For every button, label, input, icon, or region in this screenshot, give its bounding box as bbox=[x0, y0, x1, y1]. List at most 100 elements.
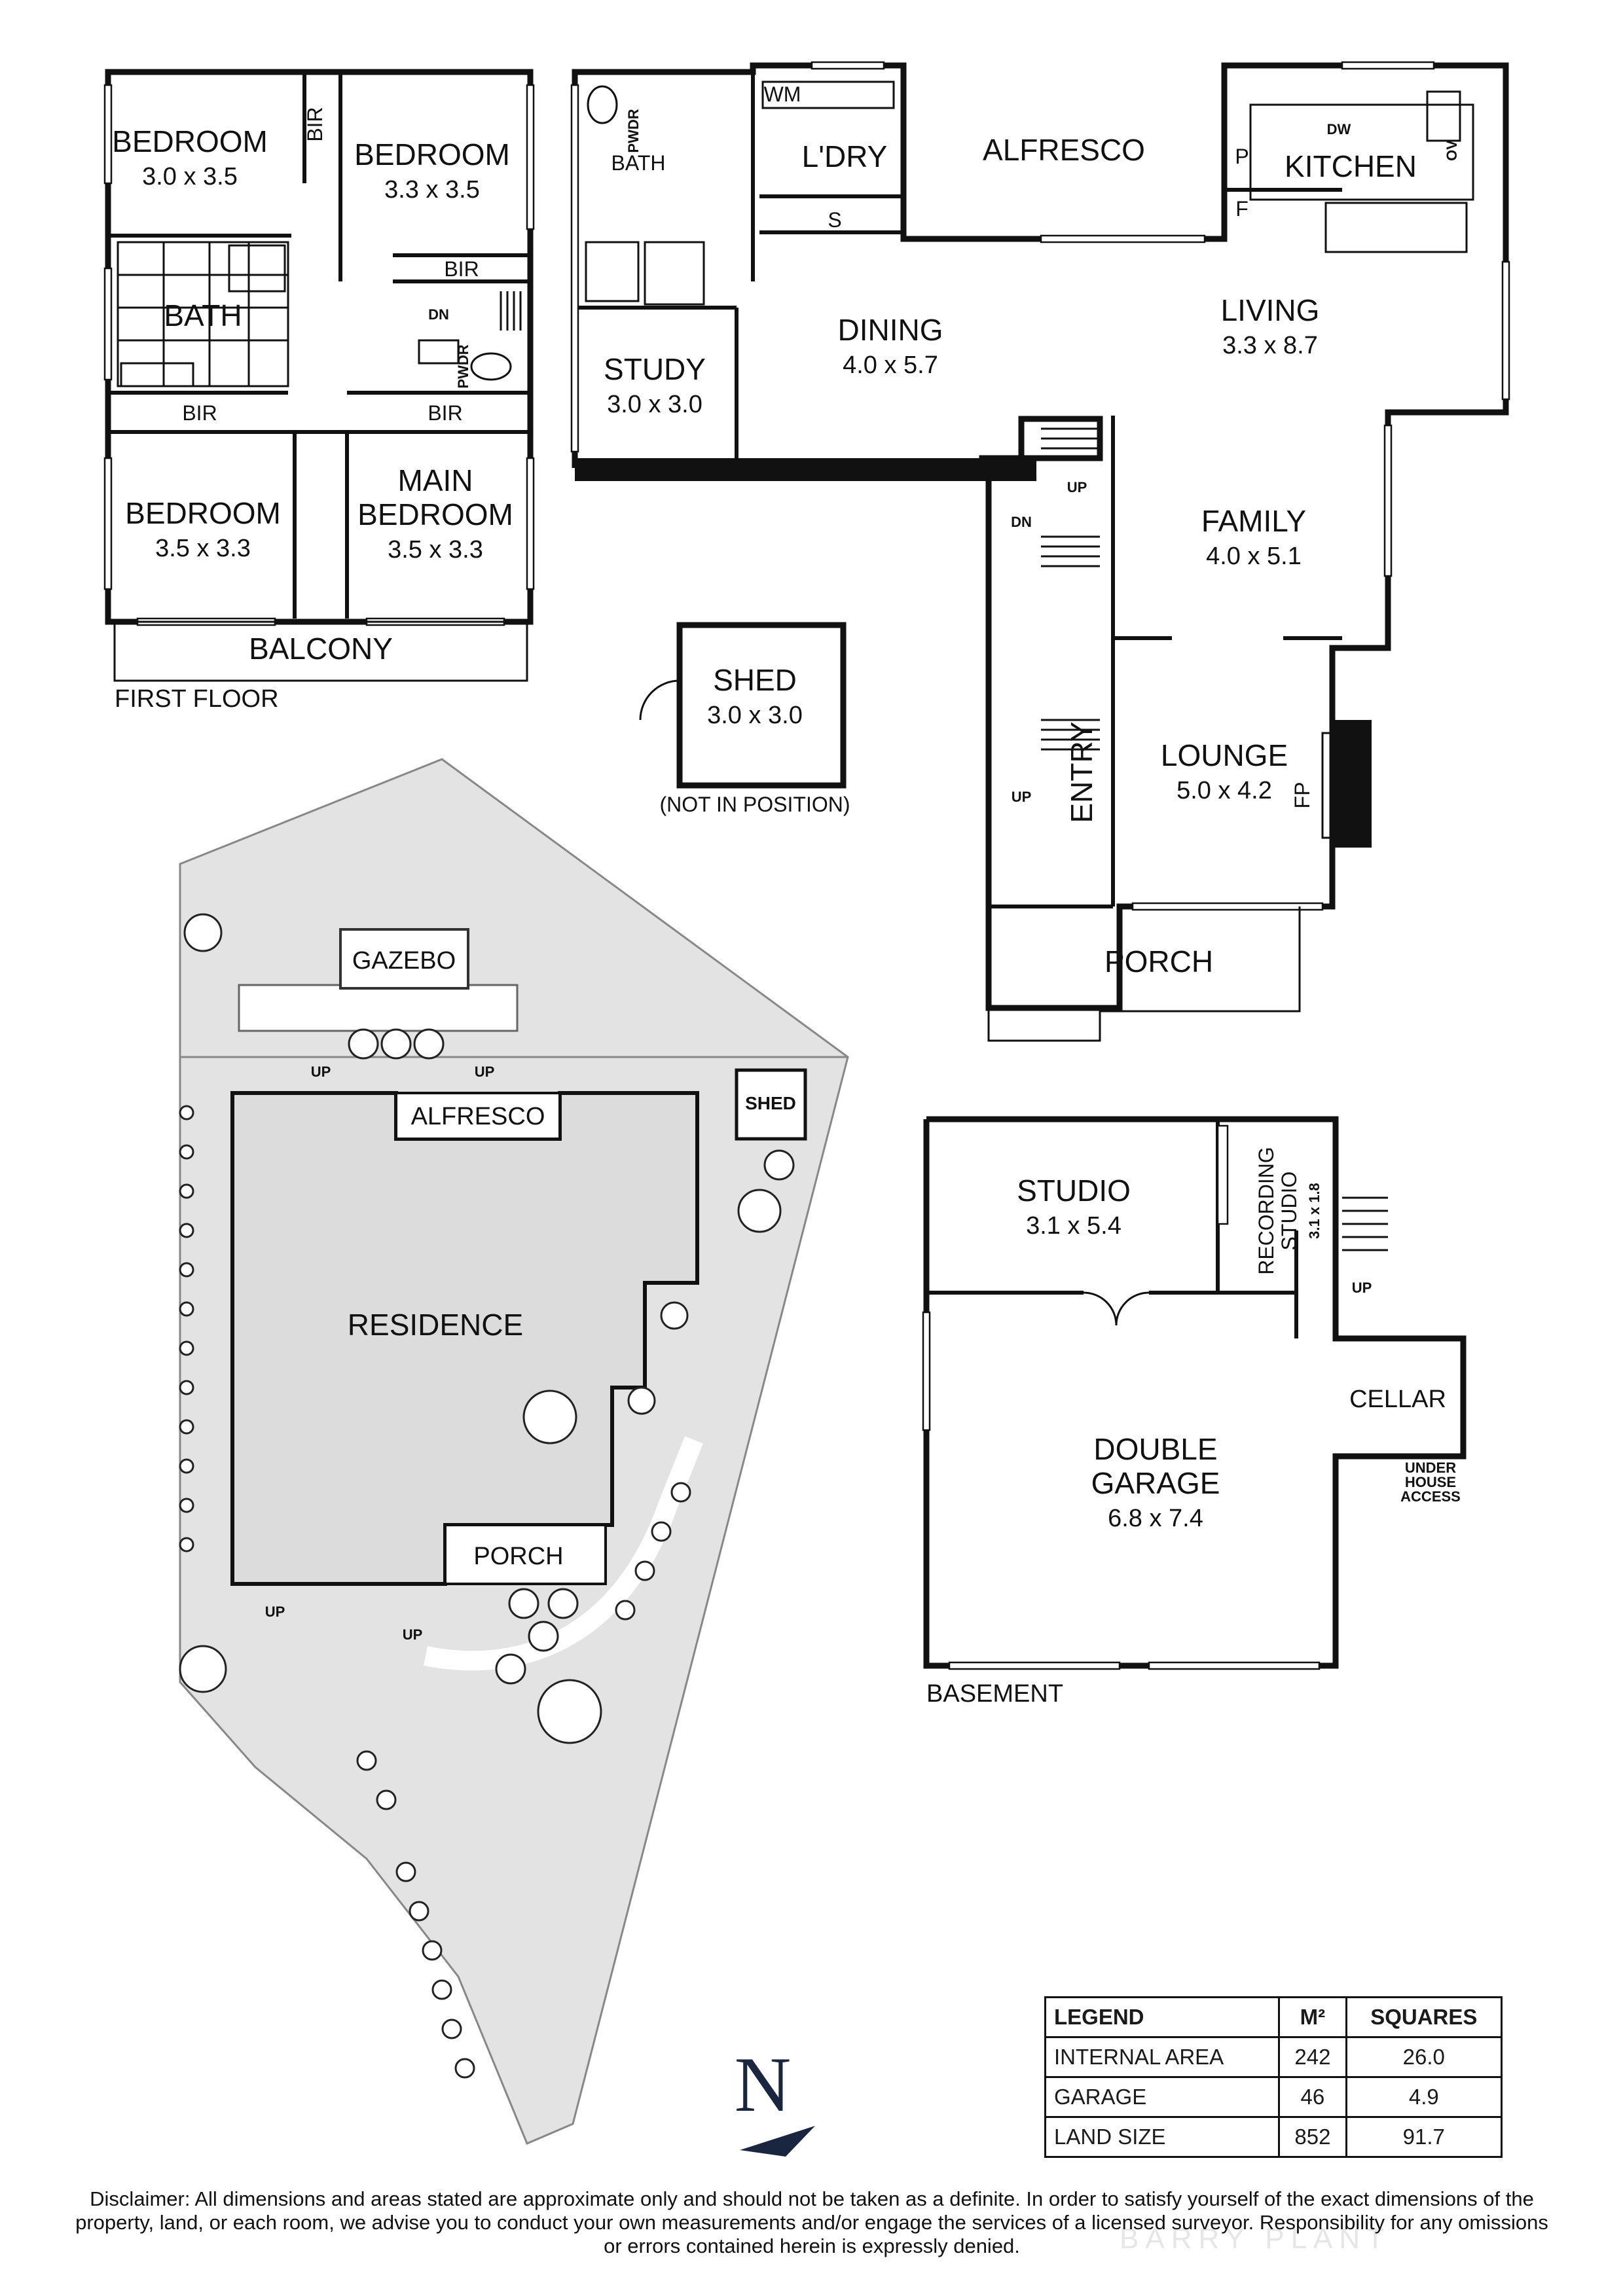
door-swing bbox=[639, 679, 680, 721]
shower-icon bbox=[644, 241, 705, 306]
room-name: CELLAR bbox=[1349, 1386, 1446, 1413]
room-name: FAMILY bbox=[1201, 504, 1306, 538]
room-name: KITCHEN bbox=[1285, 149, 1417, 183]
room-name: BEDROOM bbox=[125, 496, 281, 530]
window-icon bbox=[103, 267, 113, 381]
room-dims: 3.1 x 5.4 bbox=[1026, 1212, 1122, 1240]
site-label: SHED bbox=[745, 1093, 796, 1113]
stair-direction: UP bbox=[475, 1064, 495, 1080]
stair-direction: UP bbox=[1352, 1280, 1372, 1296]
room-name: ENTRY bbox=[1065, 721, 1099, 823]
stairs-icon bbox=[1342, 1196, 1388, 1251]
door-swing bbox=[1083, 1291, 1118, 1326]
window-icon bbox=[1148, 1661, 1321, 1670]
stair-direction: DN bbox=[428, 306, 449, 323]
note-line: HOUSE bbox=[1405, 1474, 1456, 1490]
north-letter: N bbox=[735, 2041, 792, 2128]
toilet-icon bbox=[587, 85, 618, 124]
porch-outline bbox=[987, 906, 1301, 1042]
room-name: ALFRESCO bbox=[983, 133, 1145, 167]
disclaimer-text: Disclaimer: All dimensions and areas sta… bbox=[75, 2187, 1548, 2257]
shed-note: (NOT IN POSITION) bbox=[660, 793, 850, 816]
window-icon bbox=[103, 457, 113, 590]
room-name: DINING bbox=[838, 313, 943, 347]
legend-row: INTERNAL AREA 242 26.0 bbox=[1044, 2036, 1503, 2078]
room-dims: 3.0 x 3.5 bbox=[142, 163, 238, 190]
shed-outline bbox=[735, 1068, 807, 1141]
stair-direction: UP bbox=[311, 1064, 331, 1080]
room-dims: 3.3 x 8.7 bbox=[1222, 332, 1318, 359]
legend-header: LEGEND bbox=[1044, 1996, 1281, 2038]
bath-tiles bbox=[117, 241, 289, 387]
floor-caption: FIRST FLOOR bbox=[115, 685, 279, 713]
vanity-icon bbox=[418, 339, 460, 365]
legend-cell: 26.0 bbox=[1345, 2036, 1503, 2078]
room-dims: 4.0 x 5.7 bbox=[843, 351, 938, 379]
room-name: STUDIO bbox=[1277, 1172, 1301, 1251]
room-dims: 3.3 x 3.5 bbox=[384, 176, 480, 204]
legend-header: SQUARES bbox=[1345, 1996, 1503, 2038]
stair-direction: UP bbox=[1012, 789, 1032, 805]
washing-machine-label: WM bbox=[764, 82, 801, 106]
room-dims: 3.1 x 1.8 bbox=[1306, 1183, 1322, 1239]
legend-row: LAND SIZE 852 91.7 bbox=[1044, 2116, 1503, 2158]
gazebo-outline bbox=[339, 928, 469, 990]
room-name: GARAGE bbox=[1091, 1466, 1220, 1500]
legend-cell: 4.9 bbox=[1345, 2076, 1503, 2118]
basement-plan: STUDIO 3.1 x 5.4 RECORDING STUDIO 3.1 x … bbox=[922, 1116, 1467, 1708]
fridge-label: F bbox=[1235, 197, 1249, 221]
room-name: RECORDING bbox=[1254, 1147, 1278, 1275]
room-dims: 5.0 x 4.2 bbox=[1176, 777, 1272, 804]
window-icon bbox=[1216, 1124, 1229, 1225]
legend-cell: 852 bbox=[1278, 2116, 1347, 2158]
first-floor-plan: BEDROOM 3.0 x 3.5 BEDROOM 3.3 x 3.5 BATH… bbox=[103, 69, 535, 713]
window-icon bbox=[570, 84, 579, 453]
room-name: STUDY bbox=[604, 352, 706, 386]
window-icon bbox=[1040, 234, 1206, 243]
legend-header-row: LEGEND M² SQUARES bbox=[1044, 1996, 1503, 2038]
balcony-outline bbox=[113, 620, 528, 682]
room-name: STUDIO bbox=[1017, 1174, 1131, 1208]
site-label: ALFRESCO bbox=[411, 1103, 545, 1130]
pwdr-label: PWDR bbox=[455, 344, 471, 388]
pantry-label: P bbox=[1235, 145, 1249, 168]
room-name: BEDROOM bbox=[357, 497, 513, 531]
stair-direction: UP bbox=[1067, 479, 1087, 495]
room-dims: 3.5 x 3.3 bbox=[155, 535, 251, 562]
legend-cell: INTERNAL AREA bbox=[1044, 2036, 1281, 2078]
legend-table: LEGEND M² SQUARES INTERNAL AREA 242 26.0… bbox=[1044, 1996, 1503, 2158]
fireplace-label: FP bbox=[1290, 782, 1314, 809]
stairs-icon bbox=[1041, 427, 1100, 751]
thick-wall bbox=[575, 458, 1036, 481]
room-name: LIVING bbox=[1221, 293, 1320, 327]
island-bench bbox=[1324, 202, 1468, 253]
bir-label: BIR bbox=[182, 401, 217, 425]
bir-label: BIR bbox=[444, 257, 479, 281]
room-name: LOUNGE bbox=[1161, 738, 1288, 772]
window-icon bbox=[526, 457, 535, 590]
room-name: PORCH bbox=[1104, 944, 1213, 978]
stairs-icon bbox=[500, 291, 522, 331]
window-icon bbox=[1383, 424, 1393, 577]
door-swing bbox=[1115, 1291, 1150, 1326]
room-name: MAIN bbox=[398, 463, 473, 497]
site-label: GAZEBO bbox=[352, 947, 456, 975]
laundry-bench bbox=[761, 81, 895, 109]
legend-row: GARAGE 46 4.9 bbox=[1044, 2076, 1503, 2118]
stair-direction: UP bbox=[265, 1604, 285, 1620]
legend-cell: 46 bbox=[1278, 2076, 1347, 2118]
window-icon bbox=[1501, 260, 1510, 401]
room-name: BEDROOM bbox=[112, 124, 268, 158]
dishwasher-label: DW bbox=[1327, 121, 1351, 137]
window-icon bbox=[103, 84, 113, 185]
shed-plan: SHED 3.0 x 3.0 (NOT IN POSITION) bbox=[639, 622, 850, 816]
room-name: BATH bbox=[611, 151, 666, 175]
north-arrow-icon: N bbox=[735, 2041, 815, 2157]
sink-label: S bbox=[828, 208, 841, 232]
floor-caption: BASEMENT bbox=[926, 1680, 1063, 1708]
legend-cell: 242 bbox=[1278, 2036, 1347, 2078]
pwdr-label: PWDR bbox=[625, 109, 642, 152]
hearth bbox=[1321, 732, 1340, 839]
room-name: BATH bbox=[164, 298, 242, 332]
stair-direction: UP bbox=[403, 1626, 423, 1643]
